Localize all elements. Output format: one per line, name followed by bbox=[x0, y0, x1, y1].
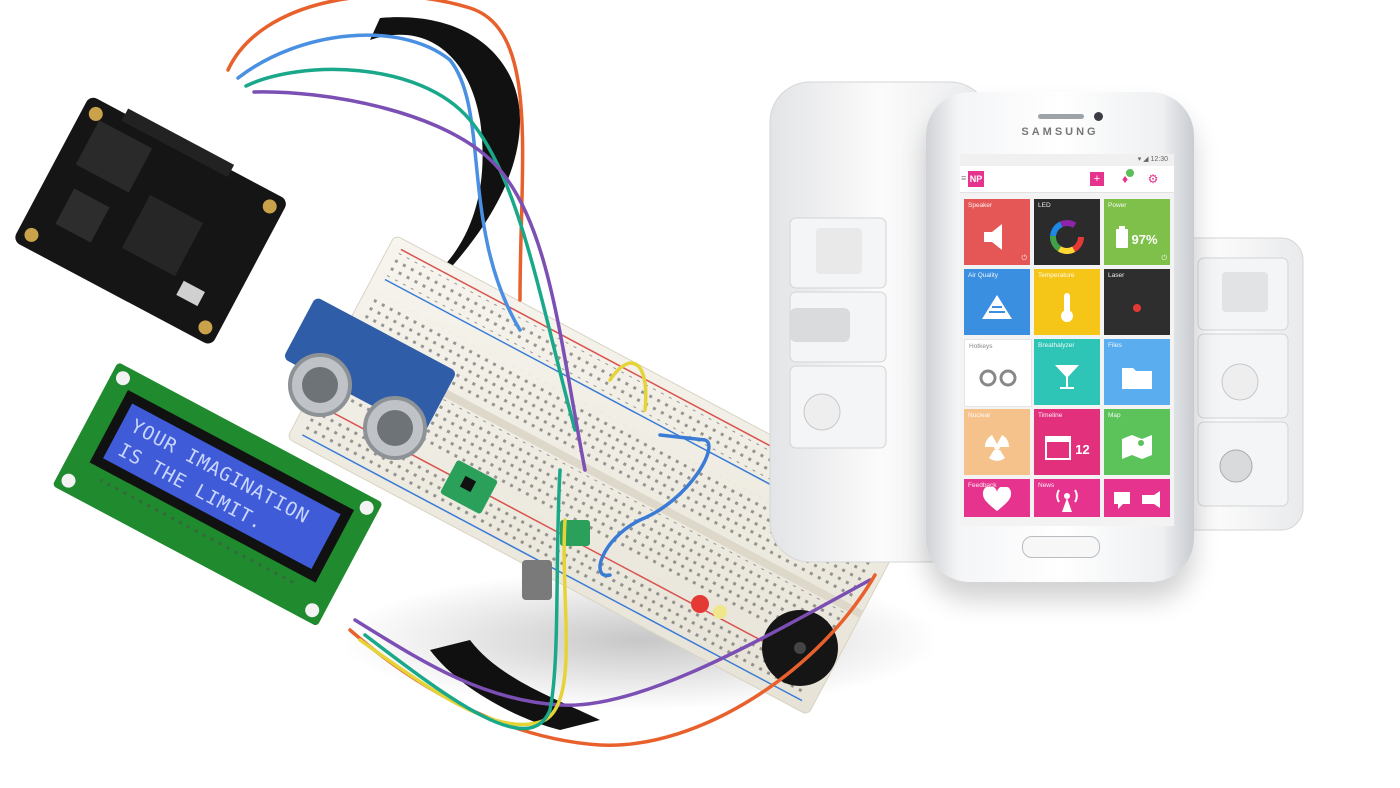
tile-label: Speaker bbox=[968, 202, 993, 209]
tile-timeline[interactable]: Timeline 12 bbox=[1034, 409, 1100, 475]
tile-value: 97% bbox=[1131, 231, 1158, 247]
app-bar: ≡ NP + ♦ ⚙ bbox=[960, 166, 1174, 193]
power-toggle-icon[interactable]: ⏻ bbox=[1021, 255, 1027, 262]
mountain-icon bbox=[980, 293, 1014, 326]
hotkeys-icon bbox=[978, 368, 1018, 393]
heart-icon bbox=[982, 485, 1012, 518]
black-cable bbox=[370, 17, 520, 301]
tile-label: LED bbox=[1038, 202, 1051, 209]
smartphone: SAMSUNG ▾ ◢ 12:30 ≡ NP + ♦ ⚙ Speaker ⏻ LED… bbox=[926, 92, 1194, 582]
red-led bbox=[691, 595, 709, 613]
tile-speaker[interactable]: Speaker ⏻ bbox=[964, 199, 1030, 265]
tile-temperature[interactable]: Temperature bbox=[1034, 269, 1100, 335]
folder-icon bbox=[1121, 364, 1153, 395]
tile-led[interactable]: LED bbox=[1034, 199, 1100, 265]
tile-label: Hotkeys bbox=[969, 343, 993, 350]
notification-badge bbox=[1126, 169, 1134, 177]
tile-power[interactable]: Power 97% ⏻ bbox=[1104, 199, 1170, 265]
earpiece bbox=[1038, 114, 1084, 119]
tile-label: Breathalyzer bbox=[1038, 342, 1075, 349]
tile-label: Power bbox=[1108, 202, 1127, 209]
speaker-icon bbox=[980, 222, 1014, 257]
color-wheel-icon bbox=[1050, 219, 1084, 259]
home-button[interactable] bbox=[1022, 536, 1100, 558]
cocktail-icon bbox=[1053, 362, 1081, 397]
radiation-icon bbox=[982, 432, 1012, 467]
tile-laser[interactable]: Laser bbox=[1104, 269, 1170, 335]
jumper-wires bbox=[226, 0, 877, 747]
tile-nuclear[interactable]: Nuclear bbox=[964, 409, 1030, 475]
app-logo: NP bbox=[968, 171, 984, 187]
potentiometer bbox=[522, 560, 552, 600]
antenna-icon bbox=[1052, 486, 1082, 518]
tile-feedback[interactable]: Feedback bbox=[964, 479, 1030, 517]
battery-icon bbox=[1116, 225, 1129, 253]
tile-label: Air Quality bbox=[968, 272, 998, 279]
front-camera bbox=[1094, 112, 1103, 121]
tile-label: News bbox=[1038, 482, 1055, 489]
phone-brand: SAMSUNG bbox=[1021, 126, 1099, 138]
tile-files[interactable]: Files bbox=[1104, 339, 1170, 405]
tile-news[interactable]: News bbox=[1034, 479, 1100, 517]
tile-label: Laser bbox=[1108, 272, 1125, 279]
chat-flash-icon bbox=[1112, 489, 1162, 516]
tile-value: 12 bbox=[1075, 441, 1090, 457]
status-bar: ▾ ◢ 12:30 bbox=[960, 154, 1174, 166]
menu-icon[interactable]: ≡ bbox=[961, 173, 967, 183]
tile-label: Files bbox=[1108, 342, 1122, 349]
power-toggle-icon[interactable]: ⏻ bbox=[1161, 255, 1167, 262]
map-icon bbox=[1121, 433, 1153, 466]
tile-label: Nuclear bbox=[968, 412, 991, 419]
microcontroller-board bbox=[15, 97, 286, 344]
bell-icon[interactable]: ♦ bbox=[1121, 172, 1129, 186]
tile-map[interactable]: Map bbox=[1104, 409, 1170, 475]
tile-extras[interactable] bbox=[1104, 479, 1170, 517]
tile-label: Map bbox=[1108, 412, 1121, 419]
tile-label: Timeline bbox=[1038, 412, 1063, 419]
laser-dot-icon bbox=[1132, 300, 1142, 318]
tile-label: Temperature bbox=[1038, 272, 1075, 279]
ultrasonic-sensor bbox=[285, 298, 455, 460]
tile-breathalyzer[interactable]: Breathalyzer bbox=[1034, 339, 1100, 405]
tile-hotkeys[interactable]: Hotkeys bbox=[964, 339, 1032, 407]
lcd-module: YOUR IMAGINATION IS THE LIMIT. bbox=[53, 363, 382, 626]
thermometer-icon bbox=[1057, 291, 1077, 328]
gear-icon[interactable]: ⚙ bbox=[1147, 172, 1159, 186]
phone-screen: ▾ ◢ 12:30 ≡ NP + ♦ ⚙ Speaker ⏻ LED Power 97%… bbox=[960, 154, 1174, 526]
tile-air-quality[interactable]: Air Quality bbox=[964, 269, 1030, 335]
calendar-icon bbox=[1044, 433, 1072, 466]
tile-label: Feedback bbox=[968, 482, 997, 489]
add-icon[interactable]: + bbox=[1090, 172, 1104, 186]
